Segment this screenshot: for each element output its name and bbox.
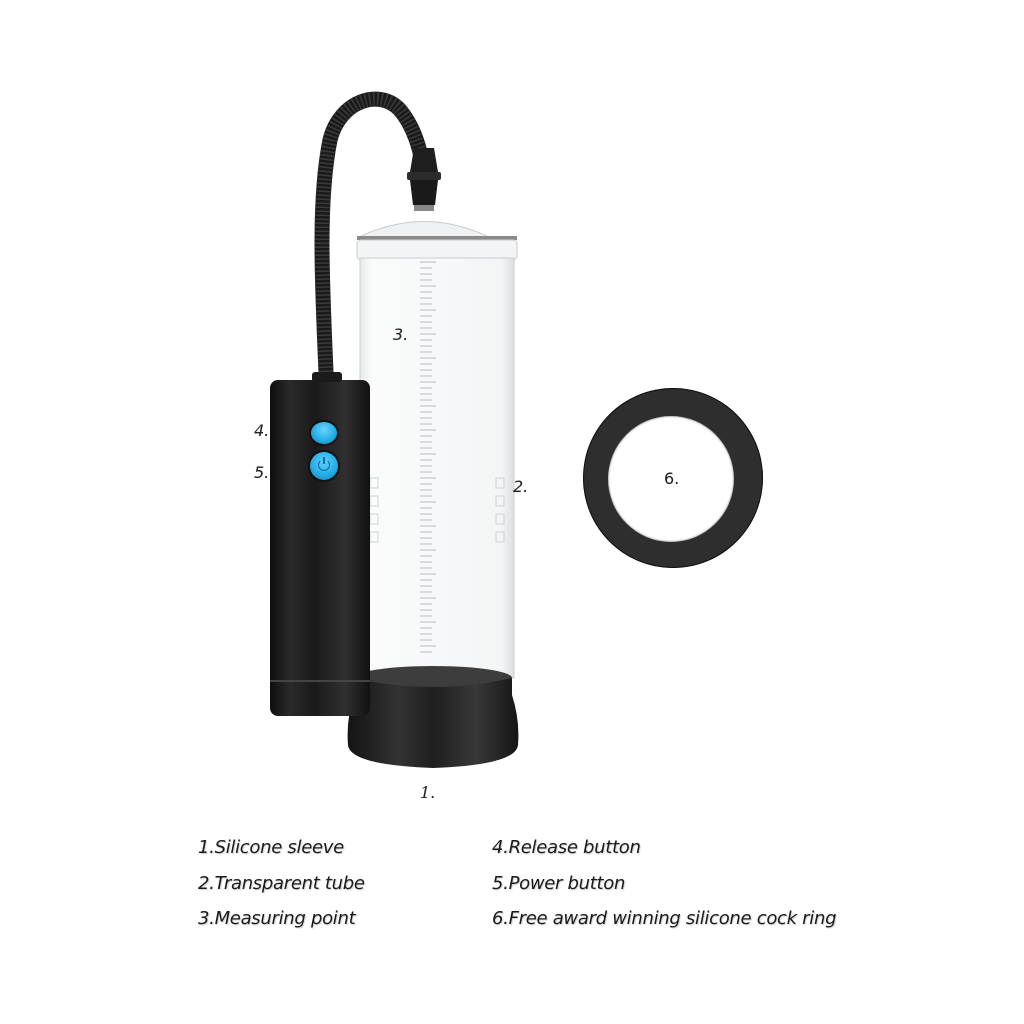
measuring-scale xyxy=(420,261,436,653)
hose xyxy=(314,91,432,380)
legend-item-2: 2.Transparent tube xyxy=(198,873,365,894)
power-button[interactable] xyxy=(310,452,338,480)
legend-item-3: 3.Measuring point xyxy=(198,908,356,929)
callout-2: 2. xyxy=(513,477,529,496)
legend-item-5: 5.Power button xyxy=(492,873,626,894)
callout-1: 1. xyxy=(420,783,436,802)
release-button[interactable] xyxy=(311,422,337,444)
legend-item-1: 1.Silicone sleeve xyxy=(198,837,344,858)
power-icon xyxy=(318,459,330,471)
callout-5: 5. xyxy=(254,463,270,482)
transparent-tube xyxy=(356,221,518,679)
silicone-sleeve xyxy=(347,666,519,768)
power-icon-line xyxy=(323,457,325,464)
callout-3: 3. xyxy=(393,325,409,344)
ring-hole xyxy=(608,416,734,542)
callout-4: 4. xyxy=(254,421,270,440)
callout-6: 6. xyxy=(664,469,680,488)
hose-connector xyxy=(407,148,441,211)
legend-item-4: 4.Release button xyxy=(492,837,641,858)
pump-handle xyxy=(270,372,370,716)
silicone-ring xyxy=(583,388,763,568)
legend-item-6: 6.Free award winning silicone cock ring xyxy=(492,908,837,929)
